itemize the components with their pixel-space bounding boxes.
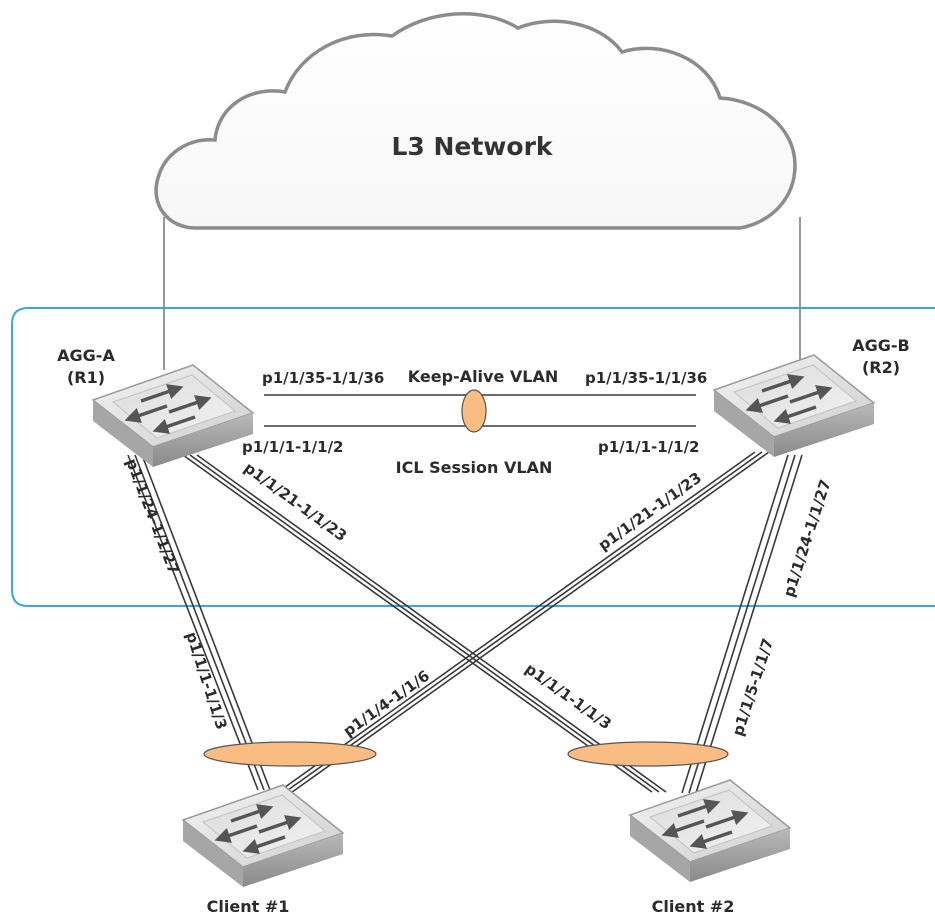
icl-session-vlan-label: ICL Session VLAN — [396, 458, 553, 477]
link-agg-b-client-1 — [273, 451, 770, 796]
client-2-from-agg-b-port: p1/1/5-1/1/7 — [729, 636, 777, 738]
link-agg-a-client-2 — [182, 454, 667, 793]
agg-a-switch — [93, 365, 253, 467]
client-1-switch — [183, 785, 343, 887]
agg-b-to-client-1-port: p1/1/21-1/1/23 — [595, 469, 705, 555]
agg-b-icl-port: p1/1/1-1/1/2 — [598, 438, 700, 456]
agg-b-role: (R2) — [862, 358, 900, 377]
icl-lag-oval — [461, 389, 487, 433]
agg-b-to-client-2-port: p1/1/24-1/1/27 — [780, 477, 835, 599]
client-1-name: Client #1 — [207, 897, 290, 916]
agg-a-name: AGG-A — [57, 346, 115, 365]
agg-b-name: AGG-B — [852, 336, 909, 355]
l3-network-cloud — [154, 12, 797, 230]
cluster-boundary — [11, 307, 935, 607]
client-2-lag-oval — [567, 741, 729, 767]
client-1-lag-oval — [203, 741, 377, 767]
client-2-name: Client #2 — [652, 897, 735, 916]
agg-b-switch — [714, 355, 874, 457]
client-1-from-agg-a-port: p1/1/1-1/1/3 — [182, 630, 230, 732]
keep-alive-vlan-label: Keep-Alive VLAN — [408, 367, 558, 386]
link-agg-b-client-2 — [681, 454, 803, 794]
agg-a-to-client-2-port: p1/1/21-1/1/23 — [241, 459, 351, 545]
agg-a-to-client-1-port: p1/1/24-1/1/27 — [122, 456, 183, 577]
agg-a-role: (R1) — [67, 368, 105, 387]
client-1-from-agg-b-port: p1/1/4-1/1/6 — [340, 667, 433, 741]
agg-a-keepalive-port: p1/1/35-1/1/36 — [262, 369, 384, 387]
agg-a-icl-port: p1/1/1-1/1/2 — [242, 438, 344, 456]
agg-b-keepalive-port: p1/1/35-1/1/36 — [585, 369, 707, 387]
cloud-label: L3 Network — [391, 132, 553, 161]
client-2-switch — [630, 780, 790, 882]
link-agg-a-client-1 — [127, 454, 271, 791]
